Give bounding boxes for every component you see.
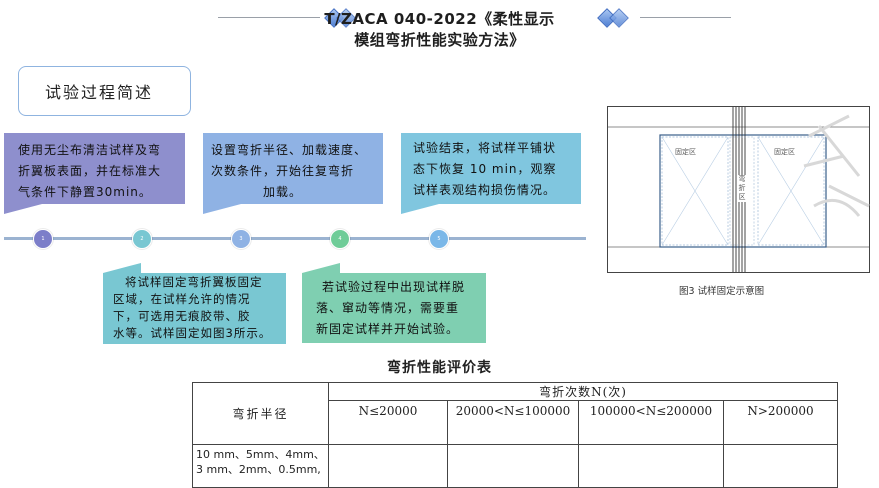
- radius-value-line: 10 mm、5mm、4mm、: [196, 448, 325, 461]
- step-box-4: 若试验过程中出现试样脱 落、窜动等情况，需要重 新固定试样并开始试验。: [302, 273, 486, 343]
- step-box-5: 试验结束，将试样平铺状 态下恢复 10 min，观察 试样表观结构损伤情况。: [401, 133, 581, 204]
- table-title: 弯折性能评价表: [387, 360, 492, 376]
- col-header: N≤20000: [358, 404, 418, 418]
- col-header-cell: N≤20000: [328, 400, 448, 445]
- table-cell: [723, 444, 838, 488]
- col-header: N>200000: [747, 404, 814, 418]
- step-box-3: 设置弯折半径、加载速度、 次数条件，开始往复弯折 加载。: [203, 133, 383, 204]
- col-group-header-cell: 弯折次数N(次): [328, 382, 838, 401]
- step-3-pointer: [203, 204, 241, 214]
- col-header: 20000<N≤100000: [455, 404, 571, 418]
- overview-box: 试验过程简述: [18, 66, 191, 116]
- step-4-line: 新固定试样并开始试验。: [316, 322, 460, 336]
- step-2-line: 水等。试样固定如图3所示。: [113, 326, 272, 340]
- header-rule-right: [640, 17, 731, 18]
- bending-zone-char: 折: [738, 184, 746, 192]
- col-header-cell: 20000<N≤100000: [447, 400, 579, 445]
- step-2-line: 下，可选用无痕胶带、胶: [113, 309, 251, 323]
- bending-zone-char: 区: [738, 193, 746, 201]
- step-box-1: 使用无尘布清洁试样及弯 折翼板表面，并在标准大 气条件下静置30min。: [4, 133, 185, 204]
- table-cell: [328, 444, 448, 488]
- col-group-header: 弯折次数N(次): [539, 385, 627, 399]
- row-header: 弯折半径: [232, 407, 289, 421]
- bending-performance-table: 弯折半径 弯折次数N(次) N≤20000 20000<N≤100000 100…: [192, 382, 838, 488]
- bending-zone-char: 弯: [738, 175, 746, 183]
- step-5-pointer: [401, 204, 439, 214]
- watermark: [803, 114, 870, 217]
- timeline-dot-4: 4: [330, 229, 350, 249]
- step-3-line: 设置弯折半径、加载速度、: [211, 143, 368, 157]
- figure-caption: 图3 试样固定示意图: [679, 286, 765, 297]
- step-2-pointer: [103, 263, 141, 273]
- left-fixed-zone-label: 固定区: [675, 148, 696, 156]
- timeline-line: [4, 237, 586, 240]
- step-1-line: 使用无尘布清洁试样及弯: [18, 143, 162, 157]
- step-3-line: 加载。: [263, 185, 303, 199]
- table-cell: [578, 444, 724, 488]
- header-rule-left: [218, 17, 320, 18]
- col-header-cell: 100000<N≤200000: [578, 400, 724, 445]
- col-header-cell: N>200000: [723, 400, 838, 445]
- col-header: 100000<N≤200000: [589, 404, 713, 418]
- page-title-line1: T/ZACA 040-2022《柔性显示: [324, 10, 555, 28]
- page-title-line2: 模组弯折性能实验方法》: [354, 31, 525, 49]
- step-4-line: 落、窜动等情况，需要重: [316, 301, 460, 315]
- step-5-line: 态下恢复 10 min，观察: [413, 162, 557, 176]
- timeline-dot-2: 2: [132, 229, 152, 249]
- step-2-line: 将试样固定弯折翼板固定: [125, 275, 263, 289]
- timeline-dot-5: 5: [429, 229, 449, 249]
- overview-label: 试验过程简述: [45, 83, 154, 102]
- step-4-pointer: [302, 263, 340, 273]
- step-5-line: 试验结束，将试样平铺状: [413, 141, 557, 155]
- table-cell: [447, 444, 579, 488]
- step-1-line: 折翼板表面，并在标准大: [18, 164, 162, 178]
- step-3-line: 次数条件，开始往复弯折: [211, 164, 355, 178]
- radius-value-line: 3 mm、2mm、0.5mm,: [196, 463, 321, 476]
- bending-zone-label: 弯 折 区: [737, 175, 747, 202]
- step-box-2: 将试样固定弯折翼板固定 区域，在试样允许的情况 下，可选用无痕胶带、胶 水等。试…: [103, 273, 286, 344]
- step-1-line: 气条件下静置30min。: [18, 185, 152, 199]
- step-4-line: 若试验过程中出现试样脱: [322, 280, 466, 294]
- step-5-line: 试样表观结构损伤情况。: [413, 183, 557, 197]
- step-2-line: 区域，在试样允许的情况: [113, 292, 251, 306]
- radius-cell: 10 mm、5mm、4mm、 3 mm、2mm、0.5mm,: [192, 444, 329, 488]
- right-fixed-zone-label: 固定区: [774, 148, 795, 156]
- timeline-dot-1: 1: [33, 229, 53, 249]
- timeline-dot-3: 3: [231, 229, 251, 249]
- row-header-cell: 弯折半径: [192, 382, 329, 445]
- step-1-pointer: [4, 204, 42, 214]
